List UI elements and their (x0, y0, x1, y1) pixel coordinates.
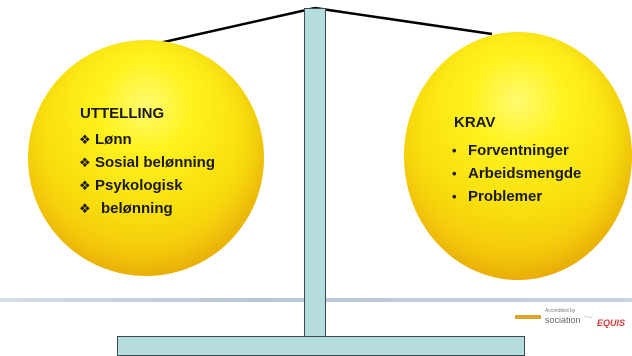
list-item-text: Problemer (468, 188, 543, 205)
left-pan: UTTELLING ❖ Lønn ❖ Sosial belønning ❖ Ps… (28, 40, 264, 276)
diamond-bullet-icon: ❖ (79, 178, 91, 193)
list-item: • Arbeidsmengde (452, 162, 581, 185)
scale-base (117, 336, 525, 356)
list-item: • Problemer (452, 185, 581, 208)
accreditation-logos: Accredited by sociation 〜 EQUIS (515, 306, 630, 336)
list-item-text: Arbeidsmengde (468, 165, 582, 182)
list-item: ❖ Psykologisk (79, 174, 215, 197)
right-string (314, 6, 493, 36)
diamond-bullet-icon: ❖ (79, 201, 91, 216)
list-item-text: Lønn (95, 131, 132, 148)
diamond-bullet-icon: ❖ (79, 132, 91, 147)
dot-bullet-icon: • (452, 143, 457, 158)
list-item: ❖ Lønn (79, 128, 215, 151)
list-item: • Forventninger (452, 139, 581, 162)
association-logo-text: sociation (545, 315, 581, 325)
list-item: ❖ belønning (79, 197, 215, 220)
left-pan-list: ❖ Lønn ❖ Sosial belønning ❖ Psykologisk … (79, 128, 215, 220)
dot-bullet-icon: • (452, 166, 457, 181)
list-item-text: Forventninger (468, 142, 569, 159)
equis-swoosh-icon: 〜 (583, 313, 593, 324)
scale-pole (304, 8, 326, 344)
dot-bullet-icon: • (452, 189, 457, 204)
list-item: ❖ Sosial belønning (79, 151, 215, 174)
list-item-text: belønning (101, 200, 173, 217)
list-item-text: Psykologisk (95, 177, 183, 194)
association-logo-caption: Accredited by (545, 308, 576, 314)
diamond-bullet-icon: ❖ (79, 155, 91, 170)
left-pan-title: UTTELLING (80, 105, 165, 122)
right-pan: KRAV • Forventninger • Arbeidsmengde • P… (404, 32, 632, 280)
right-pan-list: • Forventninger • Arbeidsmengde • Proble… (452, 139, 581, 208)
right-pan-title: KRAV (454, 114, 496, 131)
equis-logo-text: EQUIS (597, 318, 626, 328)
left-string (154, 6, 316, 46)
association-logo-bar (515, 315, 541, 319)
list-item-text: Sosial belønning (95, 154, 216, 171)
